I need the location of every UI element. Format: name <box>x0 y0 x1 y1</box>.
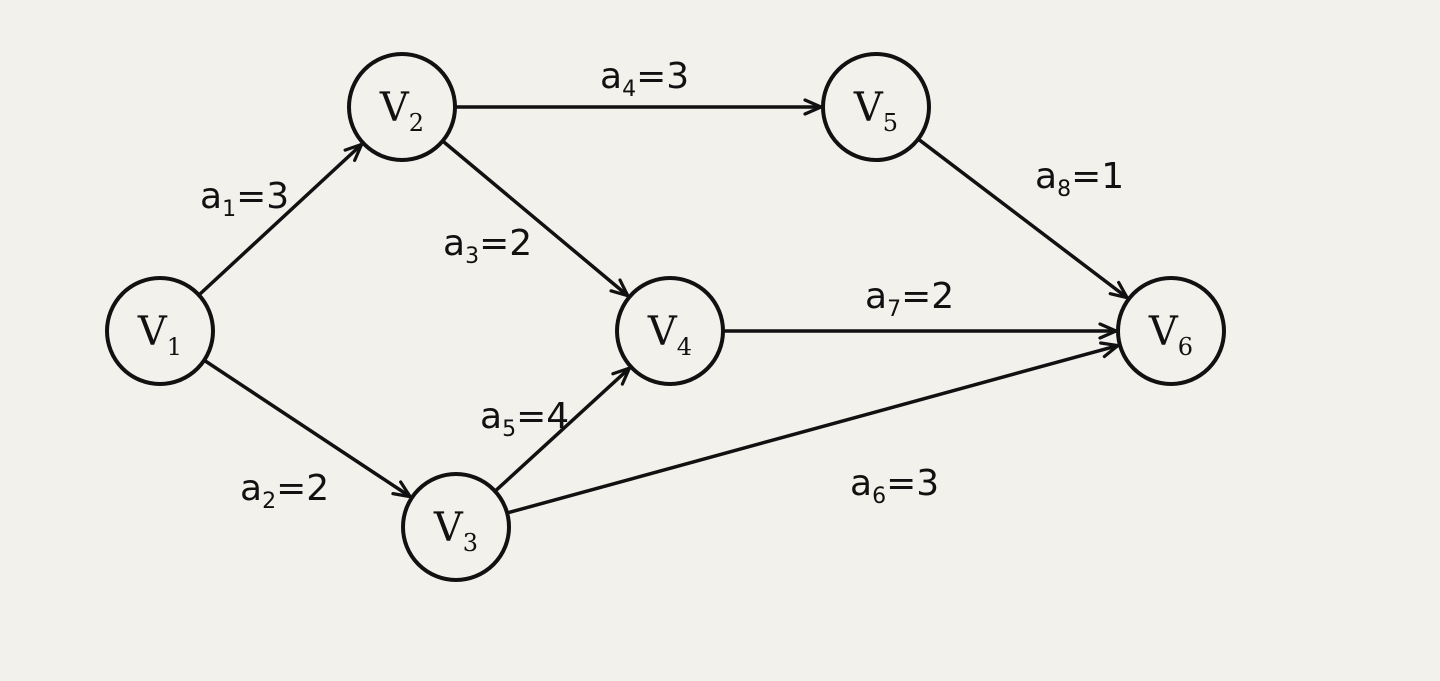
edge-a2-line <box>203 358 412 499</box>
nodes: V1 V2 V3 V4 V5 V6 <box>105 52 1226 582</box>
edge-a5-line <box>493 366 632 493</box>
node-v1: V1 <box>105 276 215 386</box>
node-v5: V5 <box>821 52 931 162</box>
node-v1-label: V1 <box>137 309 182 361</box>
node-v5-circle <box>821 52 931 162</box>
edge-a3-line <box>441 139 630 298</box>
node-v6-circle <box>1116 276 1226 386</box>
node-v2: V2 <box>347 52 457 162</box>
edge-label-a8: a8=1 <box>1035 156 1124 202</box>
edge-label-a6: a6=3 <box>850 463 939 509</box>
node-v5-label: V5 <box>853 85 898 137</box>
edge-labels: a1=3 a2=2 a3=2 a4=3 a5=4 a6=3 a7=2 a8=1 <box>200 56 1124 514</box>
node-v3: V3 <box>401 472 511 582</box>
edges <box>197 98 1129 515</box>
edge-label-a4: a4=3 <box>600 56 689 102</box>
node-v6-label: V6 <box>1148 309 1193 361</box>
node-v3-circle <box>401 472 511 582</box>
node-v4: V4 <box>615 276 725 386</box>
node-v1-circle <box>105 276 215 386</box>
node-v4-circle <box>615 276 725 386</box>
edge-a8-line <box>917 137 1129 300</box>
edge-label-a5: a5=4 <box>480 396 569 442</box>
edge-label-a3: a3=2 <box>443 223 532 269</box>
edge-a1-line <box>197 142 364 297</box>
edge-label-a2: a2=2 <box>240 468 329 514</box>
edge-a6-line <box>506 341 1120 515</box>
edge-label-a1: a1=3 <box>200 176 289 222</box>
node-v2-label: V2 <box>379 85 424 137</box>
edge-label-a7: a7=2 <box>865 276 954 322</box>
node-v3-label: V3 <box>433 505 478 557</box>
node-v6: V6 <box>1116 276 1226 386</box>
node-v4-label: V4 <box>647 309 692 361</box>
node-v2-circle <box>347 52 457 162</box>
